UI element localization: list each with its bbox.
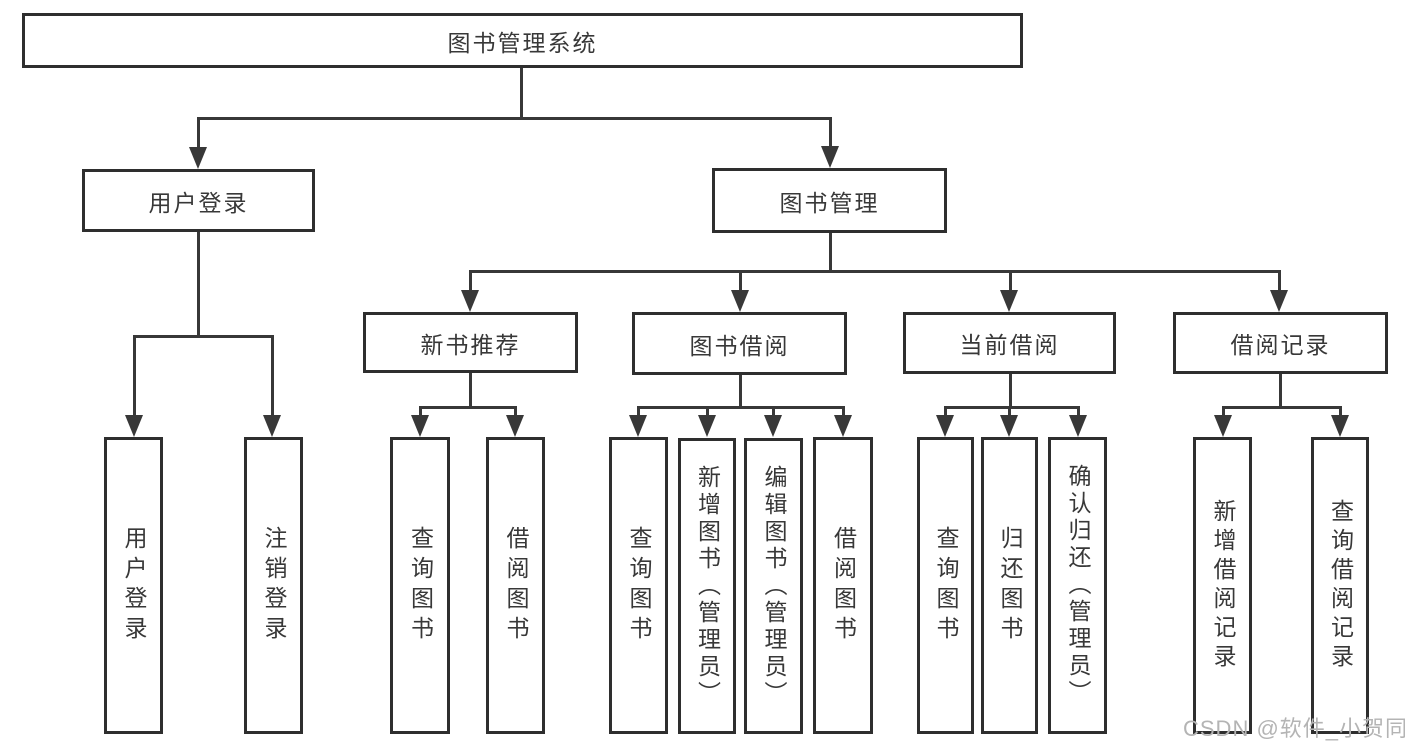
down-arrowhead bbox=[506, 415, 524, 437]
node-label: 注销登录 bbox=[261, 525, 287, 646]
node-label: 新增借阅记录 bbox=[1210, 498, 1236, 673]
connector-line bbox=[1008, 406, 1011, 417]
leaf-query-books-recommend: 查询图书 bbox=[390, 437, 450, 734]
connector-line bbox=[469, 270, 472, 292]
connector-line bbox=[133, 335, 274, 338]
node-label: 编辑图书（管理员） bbox=[761, 464, 787, 708]
node-label: 借阅记录 bbox=[1230, 332, 1331, 358]
leaf-confirm-return-admin: 确认归还（管理员） bbox=[1048, 437, 1107, 734]
leaf-return-books: 归还图书 bbox=[981, 437, 1038, 734]
node-library-system: 图书管理系统 bbox=[22, 13, 1023, 68]
connector-line bbox=[469, 373, 472, 408]
leaf-user-login: 用户登录 bbox=[104, 437, 163, 734]
connector-line bbox=[739, 375, 742, 408]
node-book-management: 图书管理 bbox=[712, 168, 947, 233]
down-arrowhead bbox=[189, 147, 207, 169]
node-label: 借阅图书 bbox=[830, 525, 857, 646]
down-arrowhead bbox=[834, 415, 852, 437]
node-borrow-records: 借阅记录 bbox=[1173, 312, 1388, 374]
connector-line bbox=[1222, 406, 1342, 409]
leaf-borrow-books-borrow: 借阅图书 bbox=[813, 437, 873, 734]
node-label: 新书推荐 bbox=[420, 331, 521, 358]
connector-line bbox=[1077, 406, 1080, 417]
connector-line bbox=[739, 270, 742, 292]
leaf-borrow-books-recommend: 借阅图书 bbox=[486, 437, 545, 734]
down-arrowhead bbox=[411, 415, 429, 437]
node-label: 借阅图书 bbox=[503, 525, 529, 646]
down-arrowhead bbox=[263, 415, 281, 437]
leaf-add-books-admin: 新增图书（管理员） bbox=[678, 438, 736, 734]
down-arrowhead bbox=[698, 415, 716, 437]
leaf-query-borrow-record: 查询借阅记录 bbox=[1311, 437, 1369, 734]
connector-line bbox=[1339, 406, 1342, 417]
connector-line bbox=[706, 406, 709, 417]
down-arrowhead bbox=[731, 290, 749, 312]
connector-line bbox=[829, 117, 832, 149]
node-label: 当前借阅 bbox=[959, 332, 1060, 358]
down-arrowhead bbox=[1270, 290, 1288, 312]
connector-line bbox=[842, 406, 845, 417]
node-label: 图书管理系统 bbox=[447, 29, 598, 56]
node-label: 查询图书 bbox=[933, 525, 959, 646]
down-arrowhead bbox=[936, 415, 954, 437]
leaf-query-books-borrow: 查询图书 bbox=[609, 437, 668, 734]
connector-line bbox=[772, 406, 775, 417]
down-arrowhead bbox=[1069, 415, 1087, 437]
down-arrowhead bbox=[125, 415, 143, 437]
node-label: 新增图书（管理员） bbox=[694, 464, 721, 708]
down-arrowhead bbox=[1000, 290, 1018, 312]
connector-line bbox=[944, 406, 1080, 409]
connector-line bbox=[419, 406, 422, 417]
connector-line bbox=[1222, 406, 1225, 417]
connector-line bbox=[1009, 374, 1012, 408]
connector-line bbox=[514, 406, 517, 417]
node-label: 确认归还（管理员） bbox=[1065, 464, 1091, 707]
down-arrowhead bbox=[1214, 415, 1232, 437]
down-arrowhead bbox=[629, 415, 647, 437]
connector-line bbox=[197, 117, 200, 149]
connector-line bbox=[520, 68, 523, 118]
connector-line bbox=[1279, 374, 1282, 408]
down-arrowhead bbox=[1331, 415, 1349, 437]
node-label: 查询借阅记录 bbox=[1327, 498, 1354, 673]
node-label: 查询图书 bbox=[626, 525, 652, 646]
connector-line bbox=[1278, 270, 1281, 292]
leaf-query-books-current: 查询图书 bbox=[917, 437, 974, 734]
connector-line bbox=[637, 406, 640, 417]
node-label: 归还图书 bbox=[997, 525, 1023, 646]
connector-line bbox=[197, 117, 832, 120]
connector-line bbox=[829, 233, 832, 272]
node-label: 图书借阅 bbox=[689, 332, 790, 359]
connector-line bbox=[637, 406, 845, 409]
node-label: 用户登录 bbox=[121, 525, 147, 646]
down-arrowhead bbox=[1000, 415, 1018, 437]
node-user-login: 用户登录 bbox=[82, 169, 315, 232]
leaf-edit-books-admin: 编辑图书（管理员） bbox=[744, 438, 803, 734]
down-arrowhead bbox=[764, 415, 782, 437]
down-arrowhead bbox=[461, 290, 479, 312]
leaf-add-borrow-record: 新增借阅记录 bbox=[1193, 437, 1252, 734]
watermark: CSDN @软件_小贺同学 bbox=[1183, 716, 1405, 741]
down-arrowhead bbox=[821, 146, 839, 168]
node-book-borrow: 图书借阅 bbox=[632, 312, 847, 375]
connector-line bbox=[271, 335, 274, 417]
node-new-book-recommend: 新书推荐 bbox=[363, 312, 578, 373]
connector-line bbox=[133, 335, 136, 417]
node-label: 图书管理 bbox=[779, 189, 880, 216]
connector-line bbox=[944, 406, 947, 417]
connector-line bbox=[1009, 270, 1012, 292]
node-current-borrow: 当前借阅 bbox=[903, 312, 1116, 374]
connector-line bbox=[197, 232, 200, 337]
node-label: 用户登录 bbox=[148, 189, 249, 216]
connector-line bbox=[469, 270, 1281, 273]
connector-line bbox=[419, 406, 517, 409]
leaf-logout-login: 注销登录 bbox=[244, 437, 303, 734]
node-label: 查询图书 bbox=[407, 525, 434, 646]
